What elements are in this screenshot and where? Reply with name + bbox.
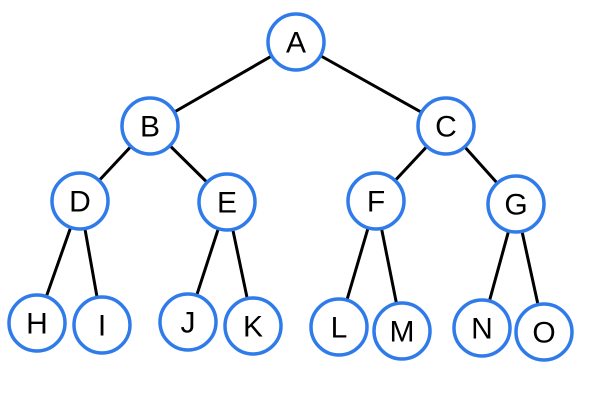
tree-node-n: N [452, 298, 512, 358]
node-circle [452, 298, 512, 358]
node-label: F [367, 186, 385, 219]
node-circle [72, 295, 132, 355]
node-circle [223, 296, 283, 356]
node-circle [346, 171, 406, 231]
tree-node-o: O [514, 302, 574, 362]
tree-node-f: F [346, 171, 406, 231]
node-label: I [98, 310, 106, 343]
node-label: G [504, 189, 527, 222]
node-label: L [331, 312, 348, 345]
node-label: O [532, 317, 555, 350]
tree-node-j: J [158, 292, 218, 352]
tree-node-c: C [416, 96, 476, 156]
node-circle [197, 172, 257, 232]
tree-node-b: B [120, 96, 180, 156]
tree-node-g: G [486, 174, 546, 234]
node-label: C [435, 111, 457, 144]
tree-node-d: D [50, 171, 110, 231]
node-circle [158, 292, 218, 352]
node-label: A [286, 27, 306, 60]
node-circle [50, 171, 110, 231]
node-circle [7, 293, 67, 353]
tree-node-l: L [309, 297, 369, 357]
node-label: B [140, 111, 160, 144]
node-circle [514, 302, 574, 362]
node-circle [120, 96, 180, 156]
tree-node-i: I [72, 295, 132, 355]
node-label: J [181, 307, 196, 340]
node-label: E [217, 187, 237, 220]
node-circle [486, 174, 546, 234]
node-circle [309, 297, 369, 357]
tree-node-a: A [266, 12, 326, 72]
tree-node-e: E [197, 172, 257, 232]
node-circle [372, 301, 432, 361]
node-label: N [471, 313, 493, 346]
tree-node-h: H [7, 293, 67, 353]
node-circle [266, 12, 326, 72]
node-label: D [69, 186, 91, 219]
tree-edges [35, 40, 546, 334]
node-label: H [26, 308, 48, 341]
tree-nodes: A B C D E F G H I J K L M N O [7, 12, 574, 362]
node-circle [416, 96, 476, 156]
node-label: M [390, 316, 415, 349]
node-label: K [243, 311, 263, 344]
tree-node-m: M [372, 301, 432, 361]
tree-node-k: K [223, 296, 283, 356]
